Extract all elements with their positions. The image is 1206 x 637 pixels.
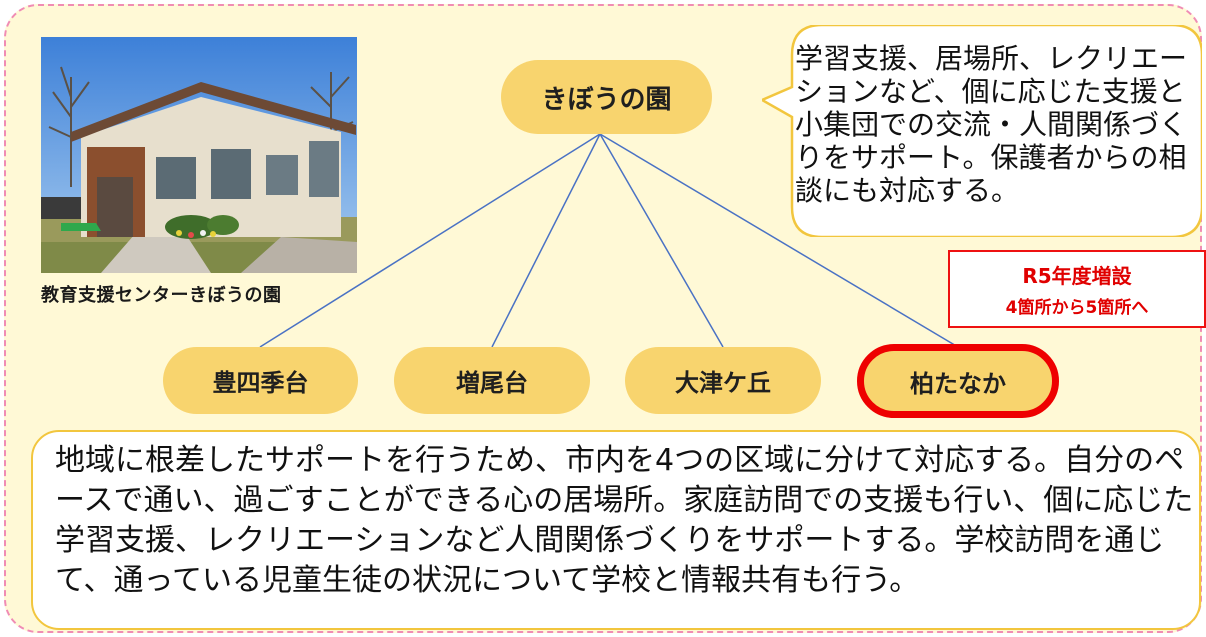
branch-node-toyoshikidai: 豊四季台 <box>163 347 358 414</box>
connector-3 <box>599 133 724 348</box>
badge-title: R5年度増設 <box>1022 264 1132 288</box>
branch-node-kashiwatanaka: 柏たなか <box>857 344 1059 418</box>
connector-1 <box>259 133 601 348</box>
connector-4 <box>599 133 959 348</box>
root-description: 学習支援、居場所、レクリエーションなど、個に応じた支援と小集団での交流・人間関係… <box>795 42 1188 207</box>
branch-node-masuodai: 増尾台 <box>394 347 590 414</box>
badge-subtitle: 4箇所から5箇所へ <box>1005 298 1149 318</box>
photo-caption: 教育支援センターきぼうの園 <box>41 285 282 306</box>
branch-node-otsugaoka: 大津ケ丘 <box>625 347 821 414</box>
connector-2 <box>491 133 601 348</box>
building-photo <box>41 37 357 273</box>
expansion-badge: R5年度増設 4箇所から5箇所へ <box>948 250 1206 328</box>
speech-bubble <box>762 25 1202 237</box>
root-node: きぼうの園 <box>501 60 712 134</box>
branch-description: 地域に根差したサポートを行うため、市内を4つの区域に分けて対応する。自分のペース… <box>55 443 1194 598</box>
description-box <box>31 430 1201 630</box>
